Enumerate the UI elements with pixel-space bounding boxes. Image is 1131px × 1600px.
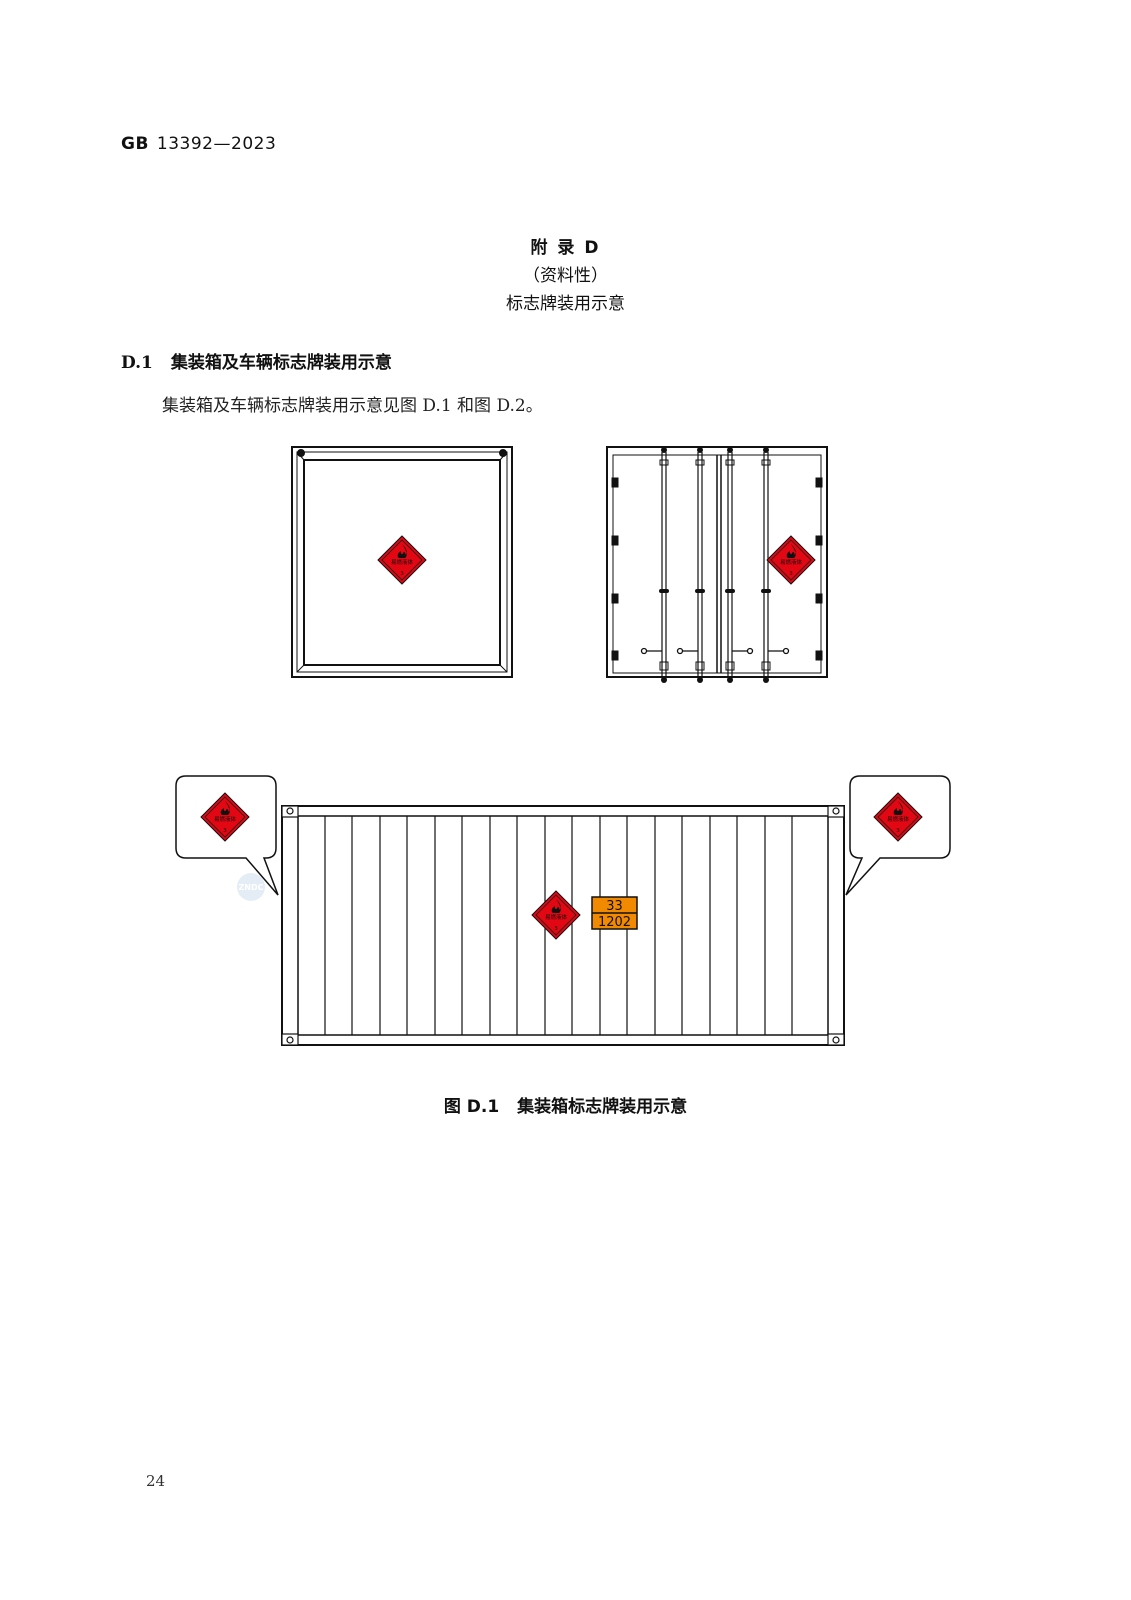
standard-prefix: GB: [121, 134, 149, 154]
page-number: 24: [146, 1472, 166, 1490]
section-number: D.1: [121, 353, 153, 373]
container-end-view-left: [291, 446, 513, 678]
figure-caption: 图 D.1 集装箱标志牌装用示意: [0, 1092, 1131, 1117]
watermark-text: ZNDC: [238, 883, 263, 892]
standard-number: 13392—2023: [156, 134, 277, 154]
section-heading: D.1 集装箱及车辆标志牌装用示意: [121, 348, 392, 373]
watermark-logo: ZNDC: [237, 873, 265, 901]
figure-caption-text: 集装箱标志牌装用示意: [517, 1097, 688, 1117]
container-side-view: [281, 805, 845, 1046]
figure-number: 图 D.1: [443, 1097, 500, 1117]
appendix-subject: 标志牌装用示意: [506, 294, 625, 314]
placard-side-center: [531, 890, 581, 940]
placard-door-right: [766, 535, 816, 585]
container-door-view-right: [606, 446, 828, 683]
orange-plate: 33 1202: [591, 896, 638, 930]
orange-plate-hazard-id: 33: [606, 899, 623, 914]
standard-code: GB 13392—2023: [121, 134, 276, 154]
appendix-title: 附 录 D: [530, 238, 601, 258]
section-title: 集装箱及车辆标志牌装用示意: [170, 353, 392, 373]
section-body-text: 集装箱及车辆标志牌装用示意见图 D.1 和图 D.2。: [162, 396, 543, 416]
appendix-nature: （资料性）: [523, 266, 608, 286]
placard-end-left: [377, 535, 427, 585]
orange-plate-un-number: 1202: [598, 915, 631, 930]
